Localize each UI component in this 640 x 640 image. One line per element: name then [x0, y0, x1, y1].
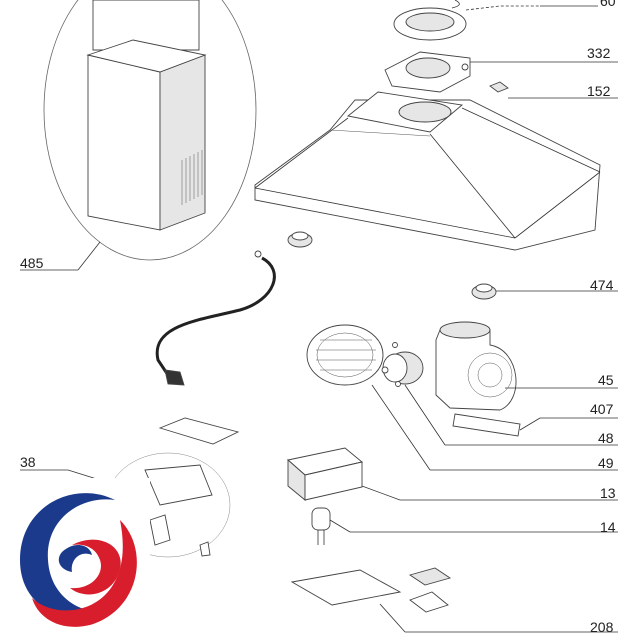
- flange-332: [384, 51, 471, 93]
- label-407: 407: [590, 401, 614, 417]
- label-48: 48: [598, 430, 614, 446]
- bracket-407: [452, 413, 521, 437]
- capacitor: [311, 507, 331, 545]
- light-holder-left: [287, 231, 313, 248]
- chimney-detail: [43, 0, 257, 261]
- label-485: 485: [20, 255, 44, 271]
- light-holder-474: [471, 283, 497, 300]
- hood-body: [254, 91, 601, 251]
- label-208: 208: [590, 619, 614, 635]
- label-13: 13: [600, 485, 616, 501]
- label-332: 332: [587, 45, 611, 61]
- ballast: [290, 567, 452, 613]
- label-45: 45: [598, 372, 614, 388]
- leader-lines: [20, 5, 618, 633]
- label-60: 60: [600, 0, 616, 9]
- label-152: 152: [587, 83, 611, 99]
- motor: [381, 342, 424, 387]
- part-labels: 60 332 152 485 474 45 407 48 49 38 13 14…: [20, 0, 616, 635]
- fan-wheel: [306, 324, 384, 386]
- brand-logo-icon: [0, 478, 150, 640]
- label-474: 474: [590, 277, 614, 293]
- clip-152: [489, 81, 509, 93]
- power-cable: [155, 250, 276, 386]
- control-detail: [105, 417, 240, 558]
- capacitor-box: [287, 447, 363, 501]
- label-38: 38: [20, 454, 36, 470]
- label-49: 49: [598, 455, 614, 471]
- grid-filter-top: [393, 0, 540, 41]
- blower-housing: [435, 321, 517, 411]
- label-14: 14: [600, 519, 616, 535]
